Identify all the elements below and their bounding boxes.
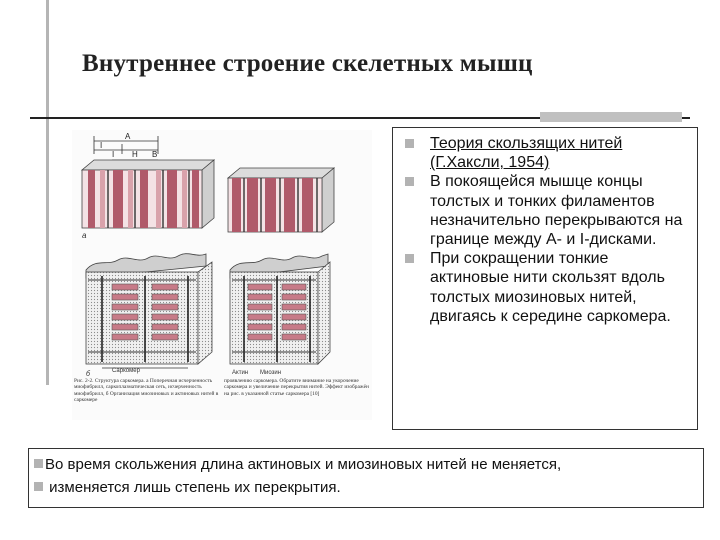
figure-label-b: B xyxy=(152,150,157,159)
contracted-myofibril-block xyxy=(226,167,336,233)
bullet-text: В покоящейся мышце концы толстых и тонки… xyxy=(430,173,683,249)
figure-label-h: H xyxy=(132,150,138,159)
figure-label-i-mid: I xyxy=(112,150,114,159)
summary-line-1: Во время скольжения длина актиновых и ми… xyxy=(34,456,561,473)
bullet-text: Теория скользящих нитей (Г.Хаксли, 1954) xyxy=(430,135,623,172)
slide-title: Внутреннее строение скелетных мышц xyxy=(82,50,533,77)
square-bullet-icon xyxy=(34,459,43,468)
figure-label-a: A xyxy=(125,132,131,141)
bullet-item-resting: В покоящейся мышце концы толстых и тонки… xyxy=(399,172,691,249)
relaxed-myofibril-block xyxy=(80,159,216,229)
figure-label-i-left: I xyxy=(100,141,102,150)
summary-text-2: изменяется лишь степень их перекрытия. xyxy=(49,479,341,496)
title-underline xyxy=(30,117,690,119)
bullet-text: При сокращении тонкие актиновые нити ско… xyxy=(430,250,671,325)
figure-caption-left: Рис. 2-2. Структура саркомера. а Попереч… xyxy=(74,378,218,403)
bullet-item-theory: Теория скользящих нитей (Г.Хаксли, 1954) xyxy=(399,134,691,172)
summary-text-box: Во время скольжения длина актиновых и ми… xyxy=(28,448,704,508)
contracted-filament-block xyxy=(229,253,331,365)
square-bullet-icon xyxy=(34,482,43,491)
bullet-list: Теория скользящих нитей (Г.Хаксли, 1954)… xyxy=(393,128,697,326)
sarcomere-figure: I A I H B xyxy=(72,130,372,420)
bullet-item-contraction: При сокращении тонкие актиновые нити ско… xyxy=(399,249,691,326)
summary-text-1: Во время скольжения длина актиновых и ми… xyxy=(45,456,562,473)
square-bullet-icon xyxy=(405,177,414,187)
figure-label-myosin: Миозин xyxy=(260,370,281,376)
figure-letter-b: б xyxy=(86,370,91,378)
decorative-grey-block xyxy=(540,112,682,122)
decorative-vertical-line xyxy=(46,0,49,385)
square-bullet-icon xyxy=(405,139,414,148)
relaxed-filament-block xyxy=(85,253,213,365)
summary-line-2: изменяется лишь степень их перекрытия. xyxy=(34,479,341,496)
figure-letter-a: а xyxy=(82,231,87,240)
theory-text-box: Теория скользящих нитей (Г.Хаксли, 1954)… xyxy=(392,127,698,430)
figure-label-sarcomere: Саркомер xyxy=(112,368,141,374)
figure-caption-right: проявлению саркомера. Обратите внимание … xyxy=(224,378,369,397)
square-bullet-icon xyxy=(405,254,414,264)
figure-label-actin: Актин xyxy=(232,370,248,376)
